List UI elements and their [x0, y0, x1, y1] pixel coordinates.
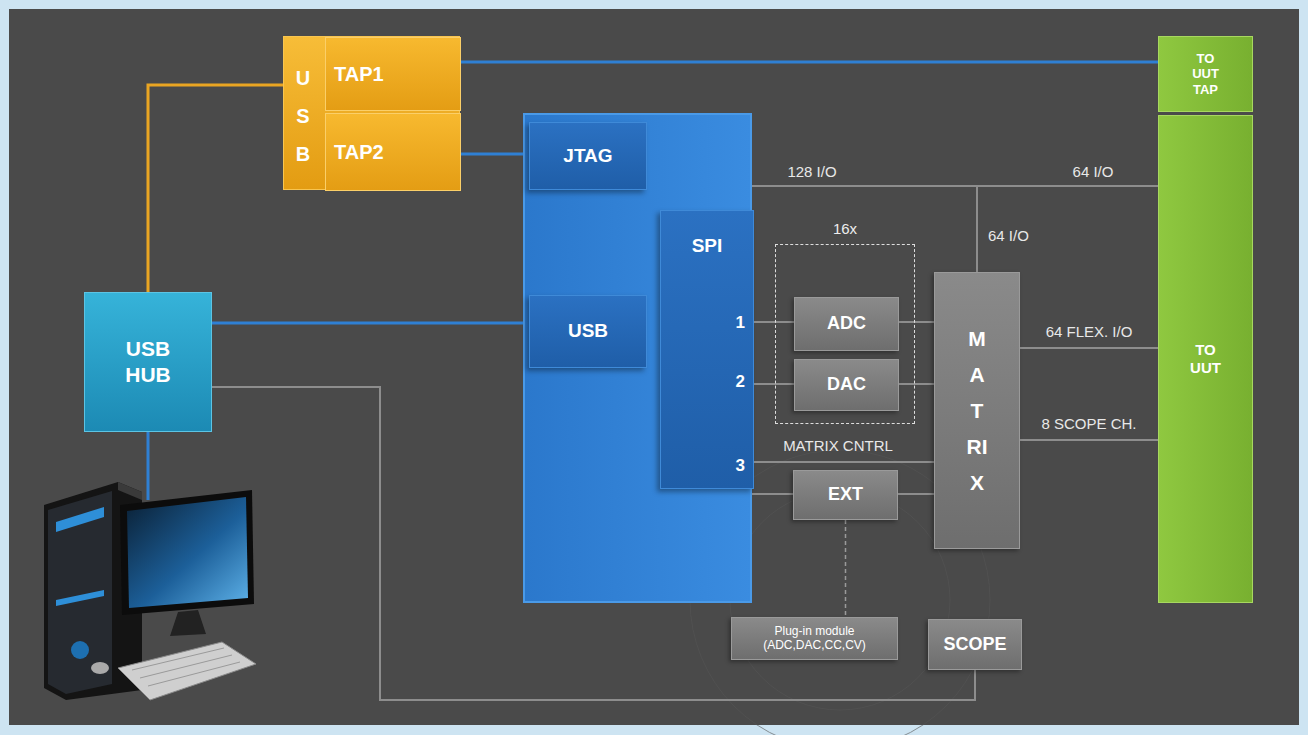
- connector-line: [1020, 439, 1158, 441]
- connector-line: [899, 321, 934, 323]
- usb-hub: USB HUB: [84, 292, 212, 432]
- connector-line: [461, 61, 1158, 64]
- tower-button: [71, 641, 89, 659]
- signal-label: 64 I/O: [1073, 163, 1114, 180]
- tap-port: TAP1: [325, 37, 461, 111]
- decor-arc: [730, 490, 950, 710]
- connector-line: [898, 493, 934, 495]
- scope-box: SCOPE: [928, 619, 1022, 670]
- tap-port: TAP2: [325, 113, 461, 191]
- mouse: [91, 662, 109, 674]
- box-label: SCOPE: [943, 634, 1006, 656]
- connector-line: [212, 322, 529, 325]
- tower-accent: [56, 507, 104, 532]
- keyboard-keys: [132, 648, 240, 686]
- connector-line: [845, 520, 847, 617]
- plugin-module: Plug-in module (ADC,DAC,CC,CV): [731, 617, 898, 660]
- group-box: 16xADCDAC: [775, 244, 915, 424]
- connector-line: [754, 461, 934, 463]
- monitor-stand: [170, 610, 206, 636]
- keyboard: [118, 642, 256, 700]
- signal-label: 64 FLEX. I/O: [1046, 323, 1133, 340]
- signal-label: 64 I/O: [988, 227, 1029, 244]
- connector-line: [754, 383, 794, 385]
- connector-line: [1020, 347, 1158, 349]
- monitor-frame: [120, 490, 254, 615]
- connector-line: [899, 383, 934, 385]
- ext-box: EXT: [793, 470, 898, 520]
- box-label: 16x: [776, 220, 914, 238]
- box-label: TO UUT TAP: [1183, 51, 1228, 98]
- tower-accent: [56, 590, 104, 606]
- uut-tap-connector: TO UUT TAP: [1158, 36, 1253, 112]
- tower-edge: [118, 482, 142, 500]
- controller-block: JTAG SPI 1 2 3 USB: [523, 113, 752, 603]
- matrix-box: MATRIX: [934, 272, 1020, 549]
- box-label: MATRIX: [965, 321, 988, 501]
- converter-box: DAC: [794, 359, 899, 411]
- connector-line: [752, 493, 793, 495]
- connector-line: [461, 153, 529, 156]
- connector-line: [752, 186, 977, 272]
- usb-cable: [147, 432, 150, 500]
- box-label: EXT: [828, 484, 863, 506]
- uut-connector: TO UUT: [1158, 115, 1253, 603]
- signal-label: 128 I/O: [787, 163, 836, 180]
- connector-line: [148, 85, 283, 292]
- box-label: Plug-in module (ADC,DAC,CC,CV): [760, 625, 869, 653]
- box-label: USB HUB: [111, 336, 185, 389]
- box-label: ADC: [827, 313, 866, 335]
- signal-label: MATRIX CNTRL: [783, 437, 893, 454]
- box-label: JTAG: [563, 145, 612, 168]
- box-label: 2: [736, 372, 745, 392]
- spi-box: SPI 1 2 3: [660, 210, 754, 489]
- connector-line: [754, 321, 794, 323]
- box-label: 1: [736, 313, 745, 333]
- box-label: TAP2: [334, 140, 384, 164]
- box-label: TAP1: [334, 62, 384, 86]
- box-label: USB: [292, 59, 314, 173]
- box-label: TO UUT: [1179, 341, 1232, 377]
- tower-front: [48, 491, 112, 694]
- box-label: SPI: [661, 235, 753, 258]
- monitor-screen: [127, 497, 248, 608]
- signal-label: 8 SCOPE CH.: [1041, 415, 1136, 432]
- usb-module: USB TAP1TAP2: [283, 36, 460, 190]
- box-label: DAC: [827, 374, 866, 396]
- converter-box: ADC: [794, 297, 899, 351]
- interface-box: JTAG: [529, 122, 647, 190]
- box-label: USB: [568, 320, 608, 343]
- interface-box: USB: [529, 295, 647, 368]
- computer-illustration: [44, 482, 256, 700]
- box-label: 3: [736, 456, 745, 476]
